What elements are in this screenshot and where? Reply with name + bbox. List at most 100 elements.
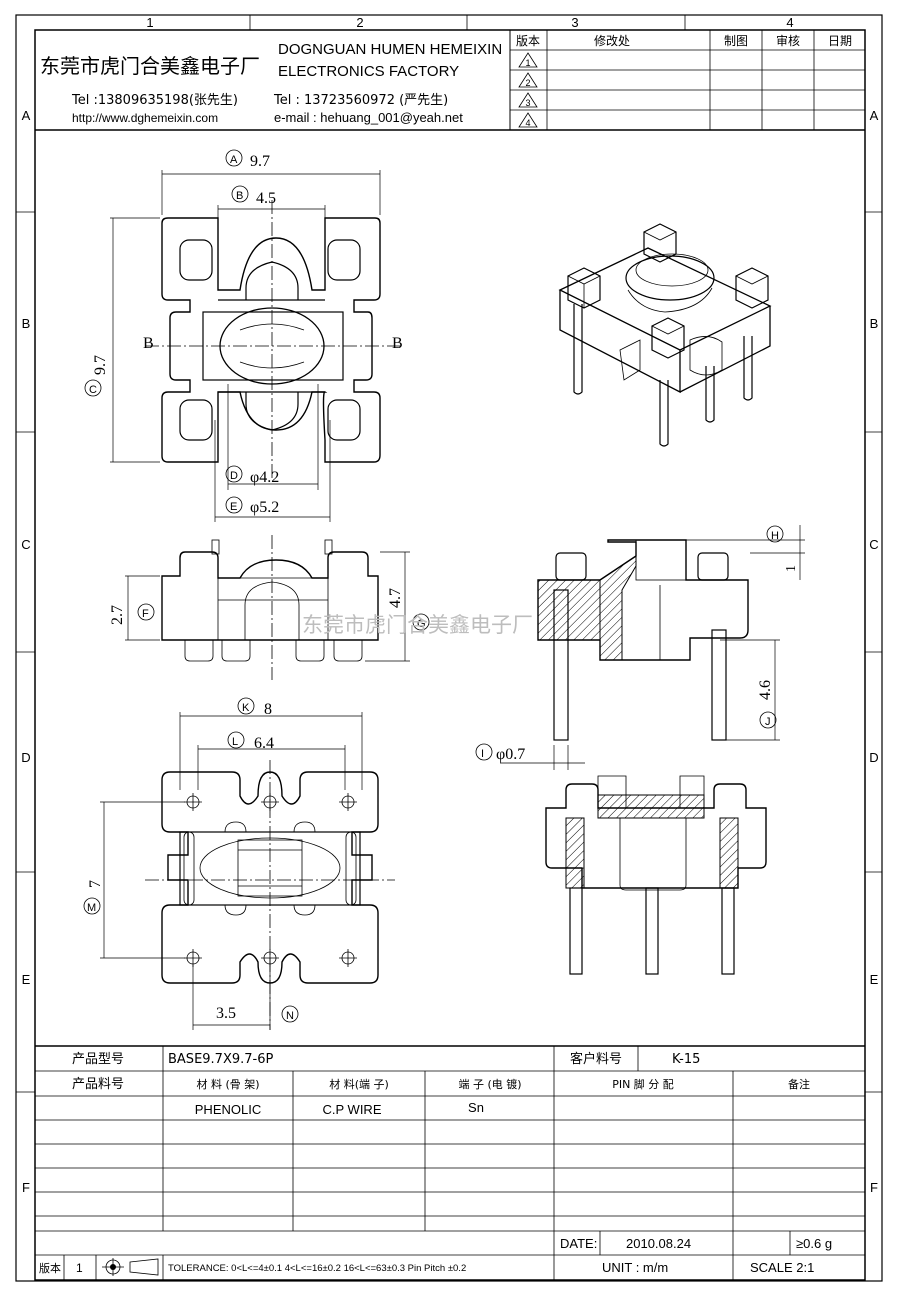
row-label-e-left: E (22, 972, 31, 987)
row-label-a-right: A (870, 108, 879, 123)
watermark-text: 东莞市虎门合美鑫电子厂 (302, 613, 533, 637)
svg-text:L: L (232, 736, 238, 748)
company-name-cn: 东莞市虎门合美鑫电子厂 (40, 54, 260, 78)
company-name-en-line1: DOGNGUAN HUMEN HEMEIXIN (278, 41, 502, 58)
svg-text:E: E (230, 501, 237, 513)
dim-j-value: 4.6 (757, 680, 774, 700)
svg-text:K: K (242, 702, 250, 714)
svg-text:M: M (87, 902, 96, 914)
unit-text: UNIT : m/m (602, 1260, 668, 1275)
revision-header-change: 修改处 (594, 33, 630, 48)
date-label: DATE: (560, 1236, 597, 1251)
svg-text:H: H (771, 530, 779, 542)
customer-no-label: 客户料号 (570, 1051, 622, 1067)
top-view (145, 200, 400, 480)
row-label-f-right: F (870, 1180, 878, 1195)
column-label-1: 1 (146, 15, 153, 30)
dim-m-value: 7 (87, 880, 104, 888)
svg-text:D: D (230, 470, 238, 482)
bottom-view-dimensions: K 8 L 6.4 7 M 3.5 N (83, 697, 363, 1030)
product-model-value: BASE9.7X9.7-6P (168, 1052, 273, 1067)
email-link[interactable]: e-mail : hehuang_001@yeah.net (274, 110, 463, 125)
revision-triangle-icon (518, 72, 538, 88)
title-block: 产品型号 BASE9.7X9.7-6P 客户料号 K-15 产品料号 材 料 (… (35, 1045, 865, 1280)
dim-g-value: 4.7 (387, 588, 404, 608)
weight-value: ≥0.6 g (796, 1236, 832, 1251)
revision-triangle-icon (518, 112, 538, 128)
dim-b-value: 4.5 (256, 190, 276, 207)
bottom-view (145, 760, 395, 1030)
revision-header-date: 日期 (828, 34, 852, 48)
dim-i-value: φ0.7 (496, 746, 525, 763)
column-label-4: 4 (786, 15, 793, 30)
dim-d-value: φ4.2 (250, 469, 279, 486)
row-label-b-left: B (22, 316, 31, 331)
dim-e-value: φ5.2 (250, 499, 279, 516)
scale-text: SCALE 2:1 (750, 1260, 814, 1275)
revision-triangle-icon (518, 52, 538, 68)
tel-contact-1: Tel :13809635198(张先生) (71, 93, 238, 108)
product-model-label: 产品型号 (72, 1052, 124, 1067)
website-link[interactable]: http://www.dghemeixin.com (72, 111, 218, 125)
projection-symbol-icon (102, 1258, 159, 1276)
revision-number-1: 1 (525, 58, 530, 68)
section-view-side-dimensions: 1 H 4.6 J I φ0.7 (475, 525, 805, 770)
svg-text:A: A (230, 154, 238, 166)
front-view (161, 535, 379, 680)
svg-text:C: C (89, 384, 97, 396)
pin-material-value: C.P WIRE (323, 1102, 382, 1117)
section-label-left: B (143, 335, 154, 352)
revision-triangle-icon (518, 92, 538, 108)
plating-value: Sn (468, 1100, 484, 1115)
dim-l-value: 6.4 (254, 735, 274, 752)
isometric-view (558, 223, 772, 447)
plating-header: 端 子 (电 镀) (458, 1077, 521, 1091)
bobbin-material-value: PHENOLIC (195, 1102, 261, 1117)
svg-text:N: N (286, 1010, 294, 1022)
column-label-2: 2 (356, 15, 363, 30)
tel-contact-2: Tel : 13723560972 (严先生) (273, 93, 448, 108)
version-label: 版本 (39, 1261, 61, 1275)
svg-text:J: J (765, 716, 771, 728)
pin-material-header: 材 料(端 子) (329, 1077, 389, 1091)
column-label-3: 3 (571, 15, 578, 30)
svg-text:G: G (417, 618, 426, 630)
row-label-f-left: F (22, 1180, 30, 1195)
bobbin-material-header: 材 料 (骨 架) (196, 1077, 259, 1091)
row-label-a-left: A (22, 108, 31, 123)
dim-h-value: 1 (784, 565, 799, 572)
sheet-frame (15, 14, 883, 1282)
dim-a-value: 9.7 (250, 153, 270, 170)
customer-no-value: K-15 (672, 1052, 700, 1067)
row-label-e-right: E (870, 972, 879, 987)
revision-header-version: 版本 (516, 34, 540, 48)
dim-c-value: 9.7 (92, 355, 109, 375)
svg-text:I: I (481, 748, 484, 760)
company-name-en-line2: ELECTRONICS FACTORY (278, 63, 459, 80)
revision-table: 版本 修改处 制图 审核 日期 1 2 3 4 (509, 29, 866, 131)
revision-header-drawn: 制图 (724, 34, 748, 48)
dim-k-value: 8 (264, 701, 272, 718)
pin-assignment-header: PIN 脚 分 配 (612, 1077, 674, 1091)
revision-number-4: 4 (525, 118, 530, 128)
revision-number-2: 2 (525, 78, 530, 88)
dim-f-value: 2.7 (109, 605, 126, 625)
version-value: 1 (76, 1261, 83, 1275)
svg-text:B: B (236, 190, 243, 202)
revision-header-checked: 审核 (776, 33, 800, 48)
date-value: 2010.08.24 (626, 1236, 691, 1251)
product-no-label: 产品料号 (72, 1077, 124, 1092)
row-label-c-right: C (869, 537, 878, 552)
row-label-d-right: D (869, 750, 878, 765)
section-view-side (537, 539, 749, 741)
revision-number-3: 3 (525, 98, 530, 108)
row-label-d-left: D (21, 750, 30, 765)
row-label-c-left: C (21, 537, 30, 552)
remark-header: 备注 (788, 1077, 810, 1091)
section-view-front (545, 775, 767, 975)
tolerance-text: TOLERANCE: 0<L<=4±0.1 4<L<=16±0.2 16<L<=… (168, 1263, 466, 1274)
section-label-right: B (392, 335, 403, 352)
company-header: 东莞市虎门合美鑫电子厂 DOGNGUAN HUMEN HEMEIXIN ELEC… (40, 41, 502, 125)
front-view-dimensions: 2.7 F 4.7 G (109, 551, 430, 662)
